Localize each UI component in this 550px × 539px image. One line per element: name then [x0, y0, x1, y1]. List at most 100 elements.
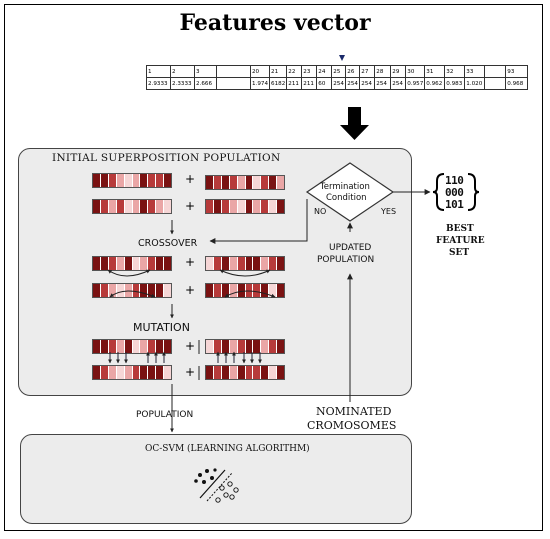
gene-cell [213, 176, 222, 189]
gene-cell [269, 340, 278, 353]
chromosome-bar [92, 365, 172, 380]
gene-cell [116, 174, 125, 187]
gene-cell [206, 284, 214, 297]
gene-cell [140, 257, 149, 270]
plus-sign: + [185, 339, 196, 353]
gene-cell [277, 176, 285, 189]
gene-cell [140, 340, 149, 353]
figure-title: Features vector [179, 10, 371, 36]
gene-cell [245, 257, 254, 270]
gene-cell [237, 340, 246, 353]
gene-cell [213, 284, 222, 297]
crossover-label: CROSSOVER [138, 238, 198, 249]
gene-cell [156, 200, 165, 213]
nominated-line1: NOMINATED [316, 405, 392, 418]
gene-cell [164, 366, 172, 379]
gene-cell [213, 200, 222, 213]
gene-cell [140, 284, 149, 297]
gene-cell [108, 174, 117, 187]
gene-cell [213, 257, 222, 270]
gene-cell [269, 284, 278, 297]
gene-cell [245, 176, 254, 189]
binary-row-2: 000 [445, 186, 464, 199]
initial-population-label: INITIAL SUPERPOSITION POPULATION [52, 152, 281, 164]
gene-cell [261, 200, 270, 213]
gene-cell [237, 200, 246, 213]
chromosome-bar [92, 199, 172, 214]
gene-cell [140, 174, 149, 187]
chromosome-bar [205, 175, 285, 190]
gene-cell [100, 340, 109, 353]
ocsvm-panel [20, 434, 412, 524]
gene-cell [148, 340, 157, 353]
gene-cell [124, 340, 133, 353]
gene-cell [277, 257, 285, 270]
gene-cell [269, 200, 278, 213]
gene-cell [148, 174, 157, 187]
gene-cell [253, 366, 262, 379]
gene-cell [116, 366, 125, 379]
mutation-label: MUTATION [133, 321, 190, 334]
gene-cell [261, 340, 270, 353]
crossover-arc [219, 269, 271, 277]
gene-cell [116, 257, 125, 270]
gene-cell [100, 366, 109, 379]
gene-cell [245, 284, 254, 297]
gene-cell [277, 200, 285, 213]
gene-cell [206, 366, 214, 379]
gene-cell [100, 200, 109, 213]
gene-cell [261, 257, 270, 270]
feature-value-cell: 254 [345, 77, 361, 90]
gene-cell [108, 200, 117, 213]
nominated-line2: CROMOSOMES [307, 419, 397, 432]
gene-cell [221, 366, 230, 379]
gene-cell [221, 176, 230, 189]
gene-cell [93, 257, 101, 270]
gene-cell [132, 257, 141, 270]
gene-cell [164, 284, 172, 297]
gene-cell [221, 257, 230, 270]
feature-value-cell: 1.020 [464, 77, 486, 90]
binary-row-1: 110 [445, 174, 464, 187]
gene-cell [229, 366, 238, 379]
gene-cell [269, 366, 278, 379]
gene-cell [206, 340, 214, 353]
feature-value-cell: 6182 [269, 77, 288, 90]
gene-cell [164, 340, 172, 353]
gene-cell [156, 257, 165, 270]
gene-cell [132, 174, 141, 187]
right-brace-icon [467, 173, 480, 211]
no-label: NO [314, 207, 327, 216]
best-feature-set-line3: SET [449, 248, 470, 258]
gene-cell [124, 200, 133, 213]
feature-value-cell: 0.968 [505, 77, 529, 90]
gene-cell [108, 284, 117, 297]
gene-cell [261, 366, 270, 379]
gene-cell [253, 200, 262, 213]
updated-population-line2: POPULATION [317, 255, 375, 265]
chromosome-bar [205, 365, 285, 380]
gene-cell [164, 200, 172, 213]
population-label: POPULATION [136, 410, 194, 420]
chromosome-bar [92, 173, 172, 188]
svm-scatter-icon [194, 468, 239, 503]
gene-cell [213, 366, 222, 379]
gene-cell [116, 284, 125, 297]
gene-cell [229, 176, 238, 189]
ocsvm-label: OC-SVM (LEARNING ALGORITHM) [145, 444, 310, 454]
gene-cell [229, 257, 238, 270]
gene-cell [156, 284, 165, 297]
binary-row-3: 101 [445, 198, 464, 211]
gene-cell [277, 340, 285, 353]
gene-cell [156, 366, 165, 379]
gene-cell [277, 366, 285, 379]
best-feature-set-line2: FEATURE [436, 236, 485, 246]
gene-cell [277, 284, 285, 297]
gene-cell [124, 284, 133, 297]
gene-cell [124, 174, 133, 187]
gene-cell [221, 284, 230, 297]
gene-cell [206, 200, 214, 213]
gene-cell [93, 284, 101, 297]
